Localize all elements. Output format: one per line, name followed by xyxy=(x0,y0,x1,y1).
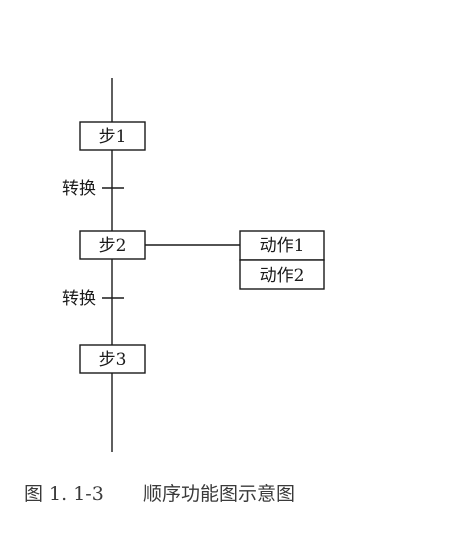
action-2-box xyxy=(239,259,325,290)
step-3: 步3 xyxy=(79,344,146,374)
action-1-box xyxy=(239,230,325,261)
step-3-box xyxy=(79,344,146,374)
figure-title: 顺序功能图示意图 xyxy=(143,483,295,505)
step-1: 步1 xyxy=(79,121,146,151)
transition-2-label: 转换 xyxy=(62,289,96,309)
figure-number: 图 1. 1-3 xyxy=(24,483,104,505)
step-1-label: 步1 xyxy=(99,127,127,147)
step-1-box xyxy=(79,121,146,151)
step-2: 步2 xyxy=(79,230,146,260)
transition-1-label: 转换 xyxy=(62,179,96,199)
action-2-label: 动作2 xyxy=(260,266,305,286)
step-3-label: 步3 xyxy=(99,350,127,370)
step-2-label: 步2 xyxy=(99,236,127,256)
transition-1: 转换 xyxy=(62,179,124,199)
figure-caption: 图 1. 1-3 顺序功能图示意图 xyxy=(24,483,295,505)
transition-2: 转换 xyxy=(62,289,124,309)
action-block: 动作1 动作2 xyxy=(239,230,325,290)
action-1-label: 动作1 xyxy=(260,236,305,256)
